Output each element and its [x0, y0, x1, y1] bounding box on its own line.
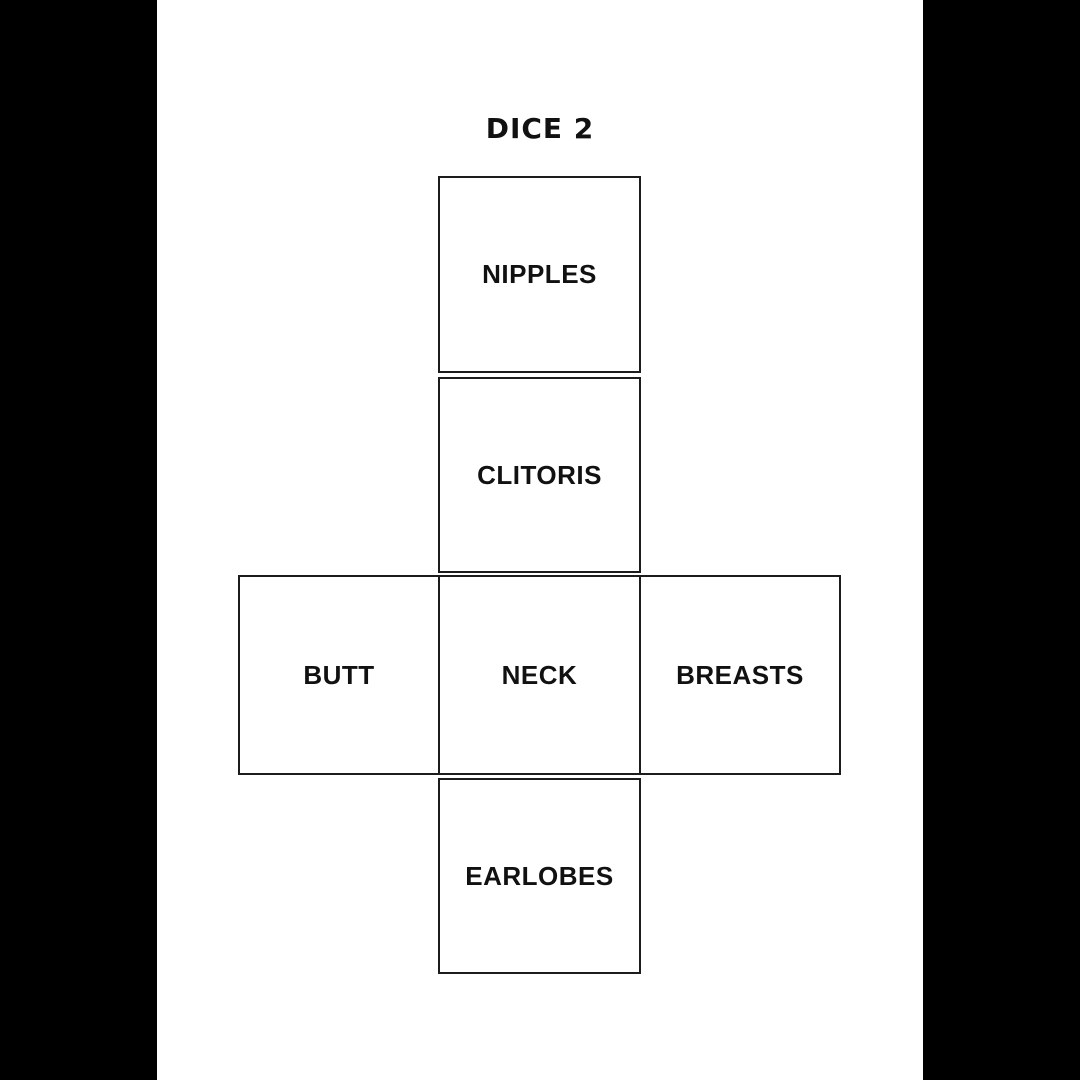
die-face-right: BREASTS	[639, 575, 841, 775]
page-title: DICE 2	[485, 112, 595, 145]
die-face-label: EARLOBES	[465, 860, 614, 891]
die-face-label: BREASTS	[676, 659, 804, 690]
die-face-label: NIPPLES	[482, 259, 597, 289]
die-face-label: BUTT	[303, 659, 375, 690]
die-face-top: NIPPLES	[438, 176, 641, 373]
die-face-label: NECK	[501, 659, 578, 690]
die-face-center: NECK	[438, 575, 641, 775]
die-face-bottom: EARLOBES	[438, 778, 641, 974]
right-pillarbox-bar	[923, 0, 1080, 1080]
left-pillarbox-bar	[0, 0, 157, 1080]
die-face-label: CLITORIS	[477, 459, 602, 490]
die-face-upper-middle: CLITORIS	[438, 377, 641, 573]
die-face-left: BUTT	[238, 575, 440, 775]
